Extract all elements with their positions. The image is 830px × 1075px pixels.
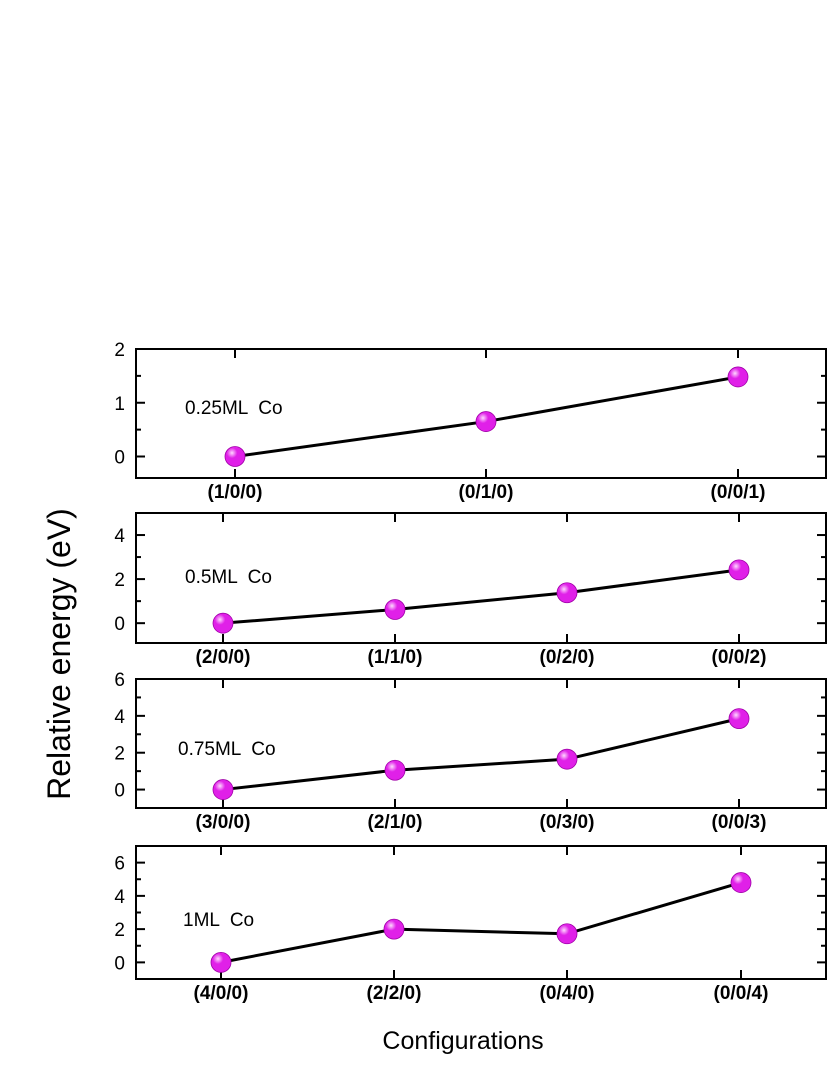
panel-annotation: 0.25ML Co (185, 398, 283, 419)
x-axis-title: Configurations (382, 1027, 543, 1055)
category-label: (2/1/0) (368, 812, 423, 833)
data-point (556, 923, 578, 945)
series-line (220, 881, 742, 964)
category-label: (0/1/0) (459, 482, 514, 503)
category-label: (1/1/0) (368, 647, 423, 668)
category-label: (2/0/0) (196, 647, 251, 668)
y-tick-label: 6 (114, 670, 125, 691)
category-label: (3/0/0) (196, 812, 251, 833)
category-label: (0/2/0) (540, 647, 595, 668)
category-label: (4/0/0) (194, 983, 249, 1004)
data-point (212, 612, 234, 634)
y-tick-label: 2 (114, 340, 125, 361)
panel-3: 0 2 4 6 (3/0/0) (2/1/0) (0/3/0) (0/0/3) 0.75ML C… (114, 670, 827, 833)
category-label: (2/2/0) (367, 983, 422, 1004)
category-label: (0/0/3) (712, 812, 767, 833)
y-tick-label: 4 (114, 887, 125, 908)
data-point (210, 951, 232, 973)
data-point (728, 708, 750, 730)
data-point (224, 446, 246, 467)
panel-annotation: 0.75ML Co (178, 739, 276, 760)
category-label: (0/4/0) (540, 983, 595, 1004)
y-tick-label: 1 (114, 394, 125, 415)
y-tick-label: 0 (114, 953, 125, 974)
y-tick-label: 2 (114, 744, 125, 765)
data-point (556, 582, 578, 604)
category-label: (0/0/1) (711, 482, 766, 503)
panel-annotation: 0.5ML Co (185, 567, 272, 588)
data-point (384, 599, 406, 620)
category-label: (0/0/4) (714, 983, 769, 1004)
y-tick-label: 4 (114, 707, 125, 728)
data-point (384, 759, 406, 781)
panels: 0 1 2 (1/0/0) (0/1/0) (0/0/1) 0.25ML Co 0 2 4 (2/0… (114, 340, 827, 1004)
plot-frame (135, 348, 827, 479)
data-point (212, 779, 234, 800)
y-tick-label: 0 (114, 448, 125, 469)
y-tick-label: 0 (114, 614, 125, 635)
y-tick-label: 4 (114, 526, 125, 547)
category-label: (0/3/0) (540, 812, 595, 833)
y-axis-title: Relative energy (eV) (41, 508, 77, 800)
series-line (222, 568, 740, 625)
y-tick-label: 6 (114, 854, 125, 875)
panel-annotation: 1ML Co (183, 910, 254, 931)
y-tick-label: 0 (114, 781, 125, 802)
series-line (222, 717, 740, 792)
panel-4: 0 2 4 6 (4/0/0) (2/2/0) (0/4/0) (0/0/4) 1ML Co (114, 845, 827, 1004)
data-point (475, 411, 497, 432)
data-point (728, 559, 750, 581)
panel-2: 0 2 4 (2/0/0) (1/1/0) (0/2/0) (0/0/2) 0.5ML Co (114, 512, 827, 668)
y-tick-label: 2 (114, 570, 125, 591)
category-label: (0/0/2) (712, 647, 767, 668)
panel-1: 0 1 2 (1/0/0) (0/1/0) (0/0/1) 0.25ML Co (114, 340, 827, 503)
plot-frame (135, 512, 827, 644)
data-point (383, 918, 405, 940)
data-point (727, 366, 749, 388)
data-point (556, 748, 578, 770)
category-label: (1/0/0) (208, 482, 263, 503)
plot-frame (135, 678, 827, 809)
y-tick-label: 2 (114, 920, 125, 941)
data-point (730, 872, 752, 893)
